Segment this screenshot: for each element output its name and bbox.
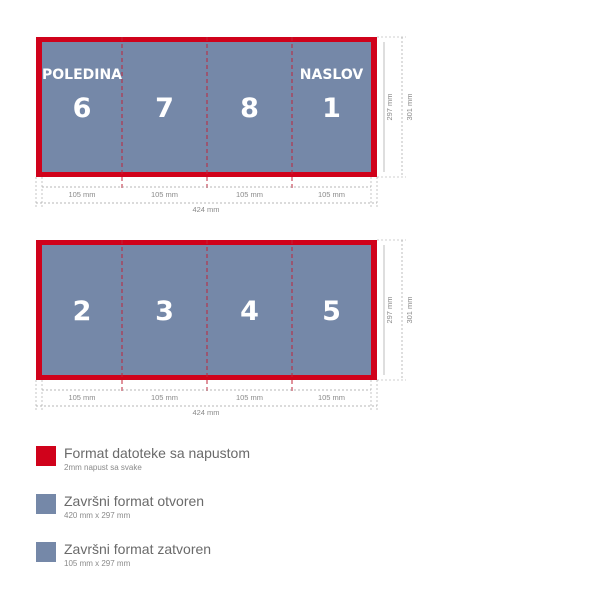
page-number: 4 (240, 296, 259, 327)
panel-width-label: 105 mm (236, 393, 263, 402)
legend-swatch-final-closed (36, 542, 56, 562)
panel-width-label: 105 mm (151, 393, 178, 402)
sheet-outer: 6 POLEDINA 7 8 1 NASLOV 105 mm 105 mm 105 mm 105 … (35, 36, 414, 214)
page-number: 7 (155, 93, 174, 124)
dimension-label-bg (64, 393, 100, 402)
page-number: 2 (73, 296, 92, 327)
height-inner-label: 297 mm (385, 296, 394, 323)
legend-title: Završni format zatvoren (64, 541, 212, 557)
legend-subtitle: 105 mm x 297 mm (64, 559, 131, 568)
legend-title: Završni format otvoren (64, 493, 205, 509)
page-number: 6 (73, 93, 92, 124)
legend-title: Format datoteke sa napustom (64, 445, 250, 461)
dimension-label-bg (231, 190, 268, 199)
page-label: POLEDINA (42, 67, 122, 83)
panel-width-label: 105 mm (318, 393, 345, 402)
legend-subtitle: 420 mm x 297 mm (64, 511, 131, 520)
page-number: 5 (322, 296, 341, 327)
dimension-label-bg (231, 393, 268, 402)
total-width-label: 424 mm (192, 408, 219, 417)
height-inner-label: 297 mm (385, 93, 394, 120)
page-number: 1 (322, 93, 341, 124)
panel-width-label: 105 mm (68, 393, 95, 402)
page-label: NASLOV (300, 67, 364, 83)
panel-width-label: 105 mm (318, 190, 345, 199)
page-number: 8 (240, 93, 259, 124)
height-outer-label: 301 mm (405, 93, 414, 120)
panel-width-label: 105 mm (236, 190, 263, 199)
panel-width-label: 105 mm (151, 190, 178, 199)
panel-width-label: 105 mm (68, 190, 95, 199)
dimension-label-bg (64, 190, 100, 199)
legend-subtitle: 2mm napust sa svake (64, 463, 142, 472)
height-outer-label: 301 mm (405, 296, 414, 323)
dimension-label-bg (313, 190, 350, 199)
dimension-label-bg (146, 393, 183, 402)
dimension-label-bg (313, 393, 350, 402)
legend-swatch-bleed (36, 446, 56, 466)
legend-swatch-final-open (36, 494, 56, 514)
page-number: 3 (155, 296, 174, 327)
sheet-inner: 2 3 4 5 105 mm 105 mm 105 mm 105 mm 424 mm 297 mm… (35, 239, 414, 417)
dimension-label-bg (146, 190, 183, 199)
total-width-label: 424 mm (192, 205, 219, 214)
